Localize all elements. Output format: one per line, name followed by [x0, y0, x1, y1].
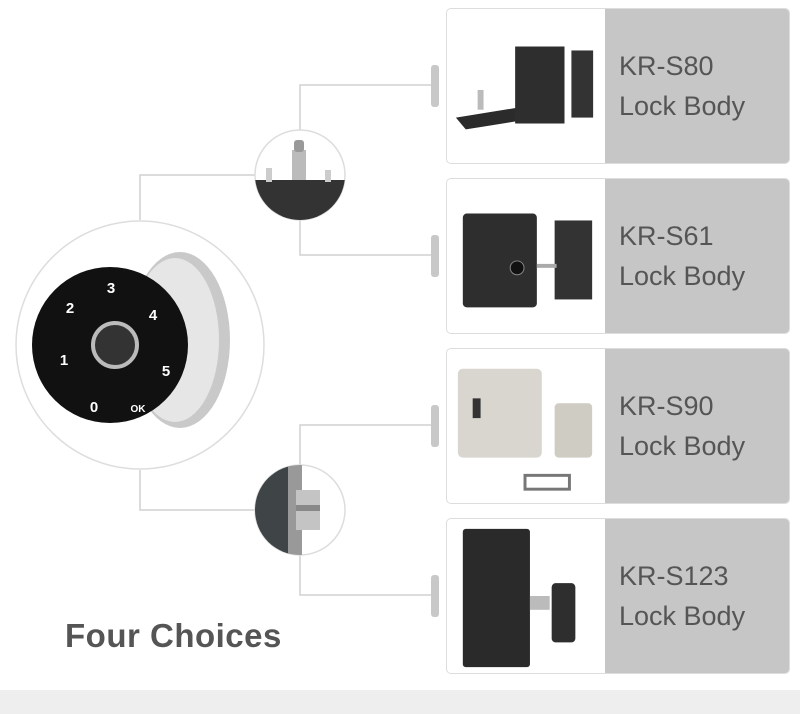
product-model: KR-S61	[619, 221, 714, 251]
product-model: KR-S80	[619, 51, 714, 81]
product-card-kr-s90[interactable]: KR-S90 Lock Body	[446, 348, 790, 504]
key-3: 3	[107, 280, 115, 297]
product-model: KR-S123	[619, 561, 729, 591]
product-label: KR-S80 Lock Body	[605, 9, 789, 163]
key-cylinder-detail-image	[254, 129, 346, 221]
product-label: KR-S123 Lock Body	[605, 519, 789, 673]
connector-tabs	[431, 65, 439, 617]
product-card-kr-s80[interactable]: KR-S80 Lock Body	[446, 8, 790, 164]
product-model: KR-S90	[619, 391, 714, 421]
kr-s61-lock-image	[462, 213, 593, 308]
key-4: 4	[149, 307, 158, 324]
key-0: 0	[90, 399, 98, 416]
key-2: 2	[66, 300, 74, 317]
product-type: Lock Body	[619, 261, 746, 291]
kr-s123-lock-image	[462, 528, 576, 668]
product-type: Lock Body	[619, 431, 746, 461]
product-label: KR-S61 Lock Body	[605, 179, 789, 333]
smart-lock-image: 1 2 3 4 5 0 OK	[15, 220, 265, 470]
product-card-kr-s61[interactable]: KR-S61 Lock Body	[446, 178, 790, 334]
key-1: 1	[60, 352, 68, 369]
connector-lines	[139, 84, 432, 596]
kr-s80-lock-image	[455, 46, 594, 130]
key-5: 5	[162, 363, 170, 380]
product-type: Lock Body	[619, 601, 746, 631]
key-ok: OK	[131, 404, 147, 415]
product-type: Lock Body	[619, 91, 746, 121]
product-card-kr-s123[interactable]: KR-S123 Lock Body	[446, 518, 790, 674]
latch-detail-image	[254, 464, 346, 556]
kr-s90-lock-image	[457, 368, 593, 491]
bottom-strip	[0, 690, 800, 714]
page-title: Four Choices	[65, 617, 282, 654]
product-label: KR-S90 Lock Body	[605, 349, 789, 503]
